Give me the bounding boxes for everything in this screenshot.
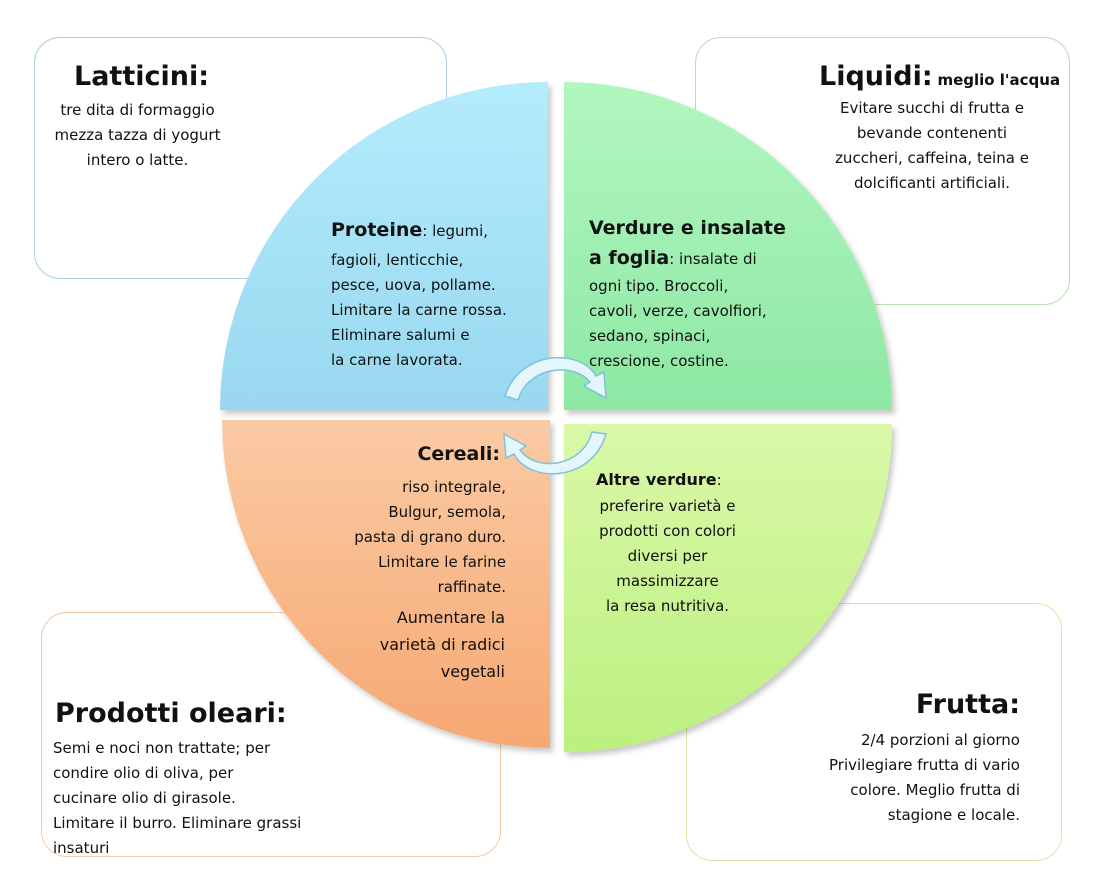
proteine-text: fagioli, lenticchie, pesce, uova, pollam… — [331, 251, 507, 369]
verdure-insalate-heading: a foglia: insalate di — [589, 246, 757, 272]
verdure-insalate-first-line: : insalate di — [669, 250, 757, 268]
quadrant-proteine — [220, 82, 548, 410]
cycle-arrow-top-icon — [504, 356, 607, 401]
cycle-arrow-bottom-icon — [503, 431, 607, 475]
proteine-title: Proteine — [331, 219, 423, 241]
altre-verdure-heading: Altre verdure: — [596, 467, 722, 493]
frutta-text: 2/4 porzioni al giorno Privilegiare frut… — [829, 731, 1020, 824]
prodotti-oleari-title: Prodotti oleari: — [55, 698, 287, 729]
frutta-title: Frutta: — [915, 689, 1020, 720]
cereali-text: riso integrale, Bulgur, semola, pasta di… — [354, 478, 506, 596]
prodotti-oleari-text: Semi e noci non trattate; per condire ol… — [53, 739, 302, 857]
verdure-insalate-title-line2: a foglia — [589, 247, 670, 269]
cereali-heading: Cereali: — [380, 442, 500, 468]
verdure-insalate-text: ogni tipo. Broccoli, cavoli, verze, cavo… — [589, 277, 767, 370]
cereali-colon: : — [492, 443, 500, 465]
latticini-title: Latticini: — [74, 61, 210, 92]
liquidi-subtitle: meglio l'acqua — [937, 71, 1061, 89]
liquidi-text: Evitare succhi di frutta e bevande conte… — [835, 99, 1029, 192]
liquidi-heading: Liquidi: meglio l'acqua — [819, 60, 1060, 94]
proteine-first-line: : legumi, — [422, 222, 489, 240]
altre-verdure-text: preferire varietà e prodotti con colori … — [599, 497, 736, 615]
latticini-text: tre dita di formaggio mezza tazza di yog… — [54, 101, 221, 169]
verdure-insalate-title-line1: Verdure e insalate — [589, 217, 786, 239]
proteine-heading: Proteine: legumi, — [331, 218, 488, 244]
altre-verdure-colon: : — [716, 471, 722, 489]
cereali-title: Cereali — [417, 443, 493, 465]
quadrant-verdure-insalate — [564, 82, 892, 410]
liquidi-title: Liquidi: — [819, 61, 933, 92]
altre-verdure-title: Altre verdure — [596, 470, 717, 489]
quadrant-altre-verdure — [564, 424, 892, 752]
cereali-text-2: Aumentare la varietà di radici vegetali — [379, 608, 505, 681]
quadrant-cereali — [222, 420, 550, 748]
